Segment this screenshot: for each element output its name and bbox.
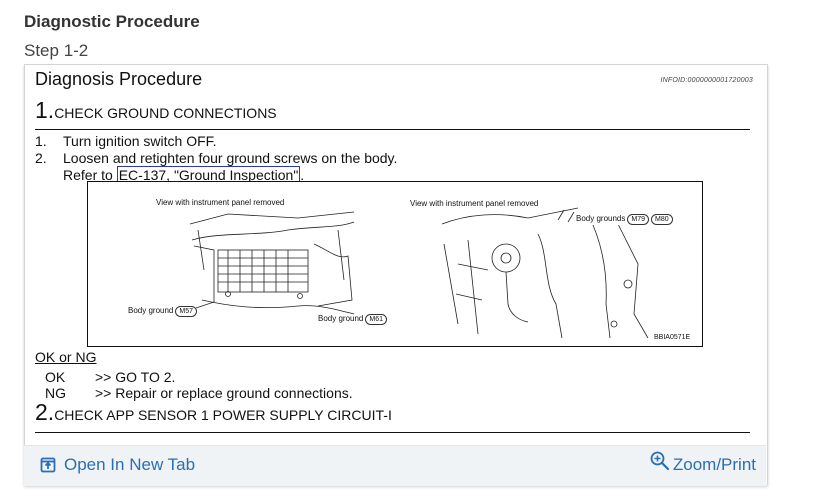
connector-badge: M79 [627,214,649,225]
document-frame: Diagnosis Procedure INFOID:0000000001720… [24,64,768,485]
page-heading: Diagnostic Procedure [24,12,200,31]
figure-code: BBIA0571E [654,334,691,341]
zoom-print-label: Zoom/Print [672,455,756,474]
step-label: Step 1-2 [24,41,89,60]
list-item-number: 1. [35,133,47,149]
section-2-header: 2.CHECK APP SENSOR 1 POWER SUPPLY CIRCUI… [35,399,750,433]
body-ground-text: Body ground [128,306,174,315]
section-2-title: CHECK APP SENSOR 1 POWER SUPPLY CIRCUIT-… [54,407,392,423]
result-text: GO TO 2. [115,369,176,385]
open-in-new-tab-button[interactable]: Open In New Tab [40,455,195,475]
info-id: INFOID:0000000001720003 [660,77,753,84]
body-ground-text: Body ground [318,314,364,323]
result-arrow: >> [95,369,112,385]
result-ng-code: NG [45,385,66,401]
step-list: 1. Turn ignition switch OFF. 2. Loosen and… [35,133,397,184]
section-2-number: 2. [35,399,55,425]
result-text: Repair or replace ground connections. [115,385,353,401]
connector-badge: M57 [175,306,197,317]
ok-or-ng-label: OK or NG [35,349,97,365]
ground-inspection-link[interactable]: EC-137, "Ground Inspection" [116,166,301,184]
refer-suffix: . [300,167,305,183]
section-1-header: 1.CHECK GROUND CONNECTIONS [35,97,750,130]
figure-right-caption: View with instrument panel removed [410,199,539,208]
body-grounds-text: Body grounds [576,214,626,223]
result-ok-line: >> GO TO 2. [95,369,175,385]
result-arrow: >> [95,385,112,401]
document-toolbar: Open In New Tab Zoom/Print [24,445,766,486]
connector-badge: M80 [651,214,673,225]
open-in-new-tab-icon [40,457,56,473]
ground-location-figure: View with instrument panel removed View … [87,181,703,347]
list-item: 1. Turn ignition switch OFF. [35,133,397,150]
section-1-number: 1. [35,97,55,123]
list-item: 2. Loosen and retighten four ground screw… [35,150,397,167]
result-ok-code: OK [45,369,66,385]
result-ng-line: >> Repair or replace ground connections. [95,385,353,401]
connector-badge: M61 [365,314,387,325]
document-title: Diagnosis Procedure [35,69,203,89]
refer-prefix: Refer to [63,167,117,183]
list-item-number: 2. [35,150,47,166]
zoom-print-button[interactable]: Zoom/Print [649,450,756,475]
figure-left-caption: View with instrument panel removed [156,198,285,207]
refer-line: Refer to EC-137, "Ground Inspection". [35,166,397,184]
open-in-new-tab-label: Open In New Tab [64,455,196,474]
left-illustration [189,211,355,315]
list-item-text: Loosen and retighten four ground screws … [63,150,398,166]
zoom-in-icon [650,451,669,471]
list-item-text: Turn ignition switch OFF. [63,133,217,149]
section-1-title: CHECK GROUND CONNECTIONS [54,105,277,121]
